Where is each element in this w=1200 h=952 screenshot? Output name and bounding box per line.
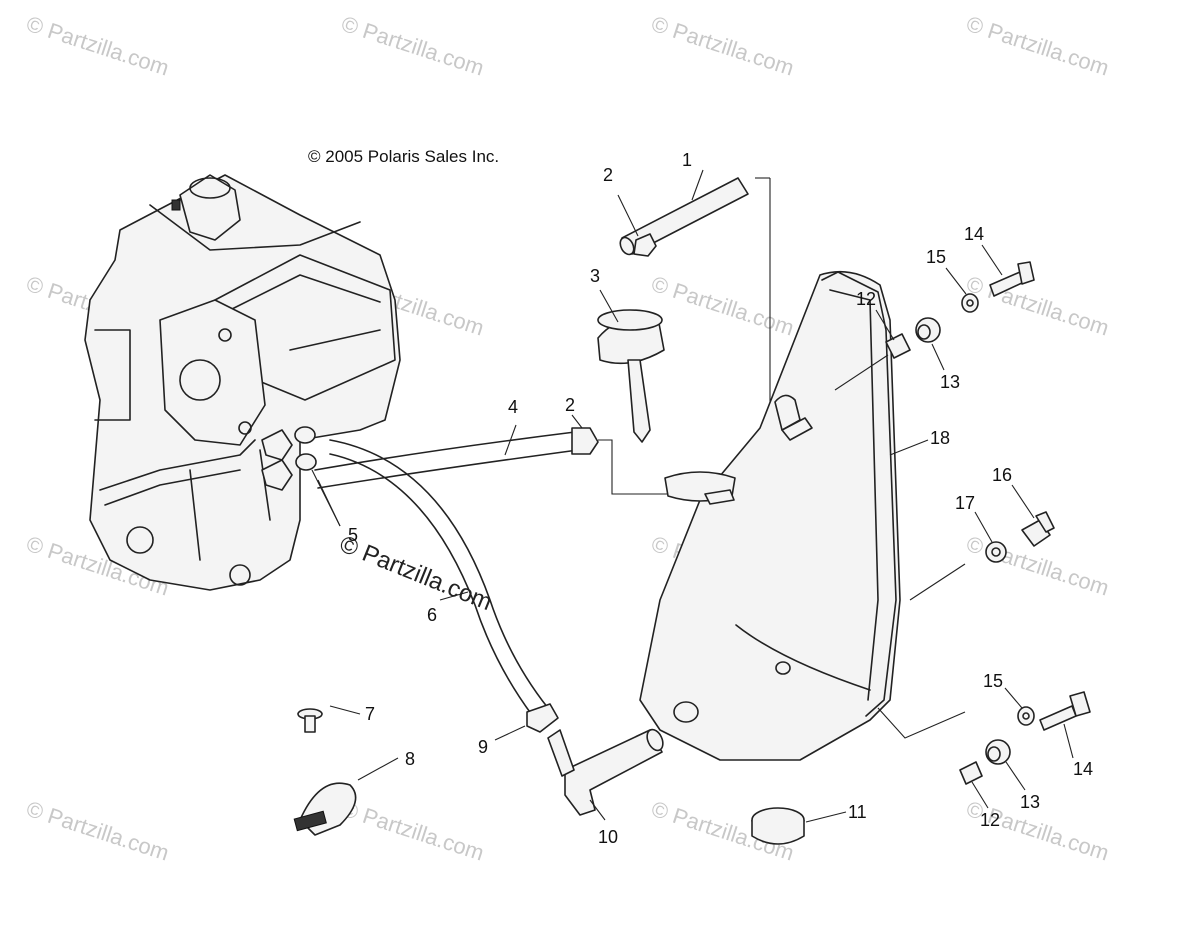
drain-fitting <box>1021 511 1055 547</box>
callout-label: 16 <box>992 465 1012 485</box>
callout-label: 18 <box>930 428 950 448</box>
oil-hose <box>314 431 579 489</box>
hose-clamps <box>294 426 317 471</box>
bushing <box>959 761 983 785</box>
flange-bolt <box>1039 691 1091 731</box>
screw <box>297 708 323 733</box>
engine-assembly <box>84 174 401 591</box>
callout-label: 11 <box>848 802 867 822</box>
rubber-grommet <box>985 739 1011 765</box>
dipstick-cap <box>597 309 665 443</box>
callout-label: 5 <box>348 525 358 545</box>
copyright-text: © 2005 Polaris Sales Inc. <box>308 147 499 166</box>
hose-clamp <box>526 703 559 733</box>
callout-label: 10 <box>598 827 618 847</box>
watermark: © Partzilla.com <box>648 11 797 81</box>
washer <box>1017 706 1035 726</box>
callout-label: 14 <box>1073 759 1093 779</box>
watermark: © Partzilla.com <box>336 531 496 617</box>
callout-label: 6 <box>427 605 437 625</box>
callout-label: 2 <box>603 165 613 185</box>
callout-label: 17 <box>955 493 975 513</box>
watermark: © Partzilla.com <box>963 11 1112 81</box>
flange-bolt <box>989 261 1035 297</box>
callout-label: 12 <box>856 289 876 309</box>
callout-label: 2 <box>565 395 575 415</box>
watermark: © Partzilla.com <box>23 796 172 866</box>
callout-label: 1 <box>682 150 692 170</box>
callout-label: 4 <box>508 397 518 417</box>
oil-tank <box>639 270 901 761</box>
grommet <box>751 807 805 845</box>
callout-labels: 1 2 3 12 14 15 13 4 2 18 16 17 5 6 7 8 9… <box>348 150 1093 847</box>
watermark: © Partzilla.com <box>338 11 487 81</box>
callout-label: 9 <box>478 737 488 757</box>
callout-label: 14 <box>964 224 984 244</box>
elbow-fitting <box>547 728 664 816</box>
watermark: © Partzilla.com <box>338 796 487 866</box>
callout-label: 7 <box>365 704 375 724</box>
return-hose <box>329 439 549 716</box>
strap-clamp <box>293 782 357 836</box>
vent-hose <box>619 177 749 256</box>
watermark: © Partzilla.com <box>963 271 1112 341</box>
hose-clamp <box>633 233 657 257</box>
sealing-washer <box>985 541 1007 563</box>
bushing <box>885 333 911 359</box>
callout-label: 8 <box>405 749 415 769</box>
rubber-grommet <box>915 317 941 343</box>
callout-label: 13 <box>940 372 960 392</box>
watermark: © Partzilla.com <box>23 11 172 81</box>
callout-label: 15 <box>983 671 1003 691</box>
watermark: © Partzilla.com <box>648 271 797 341</box>
washer <box>961 293 979 313</box>
hose-clamp <box>571 427 599 455</box>
callout-label: 12 <box>980 810 1000 830</box>
callout-label: 3 <box>590 266 600 286</box>
callout-label: 13 <box>1020 792 1040 812</box>
callout-label: 15 <box>926 247 946 267</box>
